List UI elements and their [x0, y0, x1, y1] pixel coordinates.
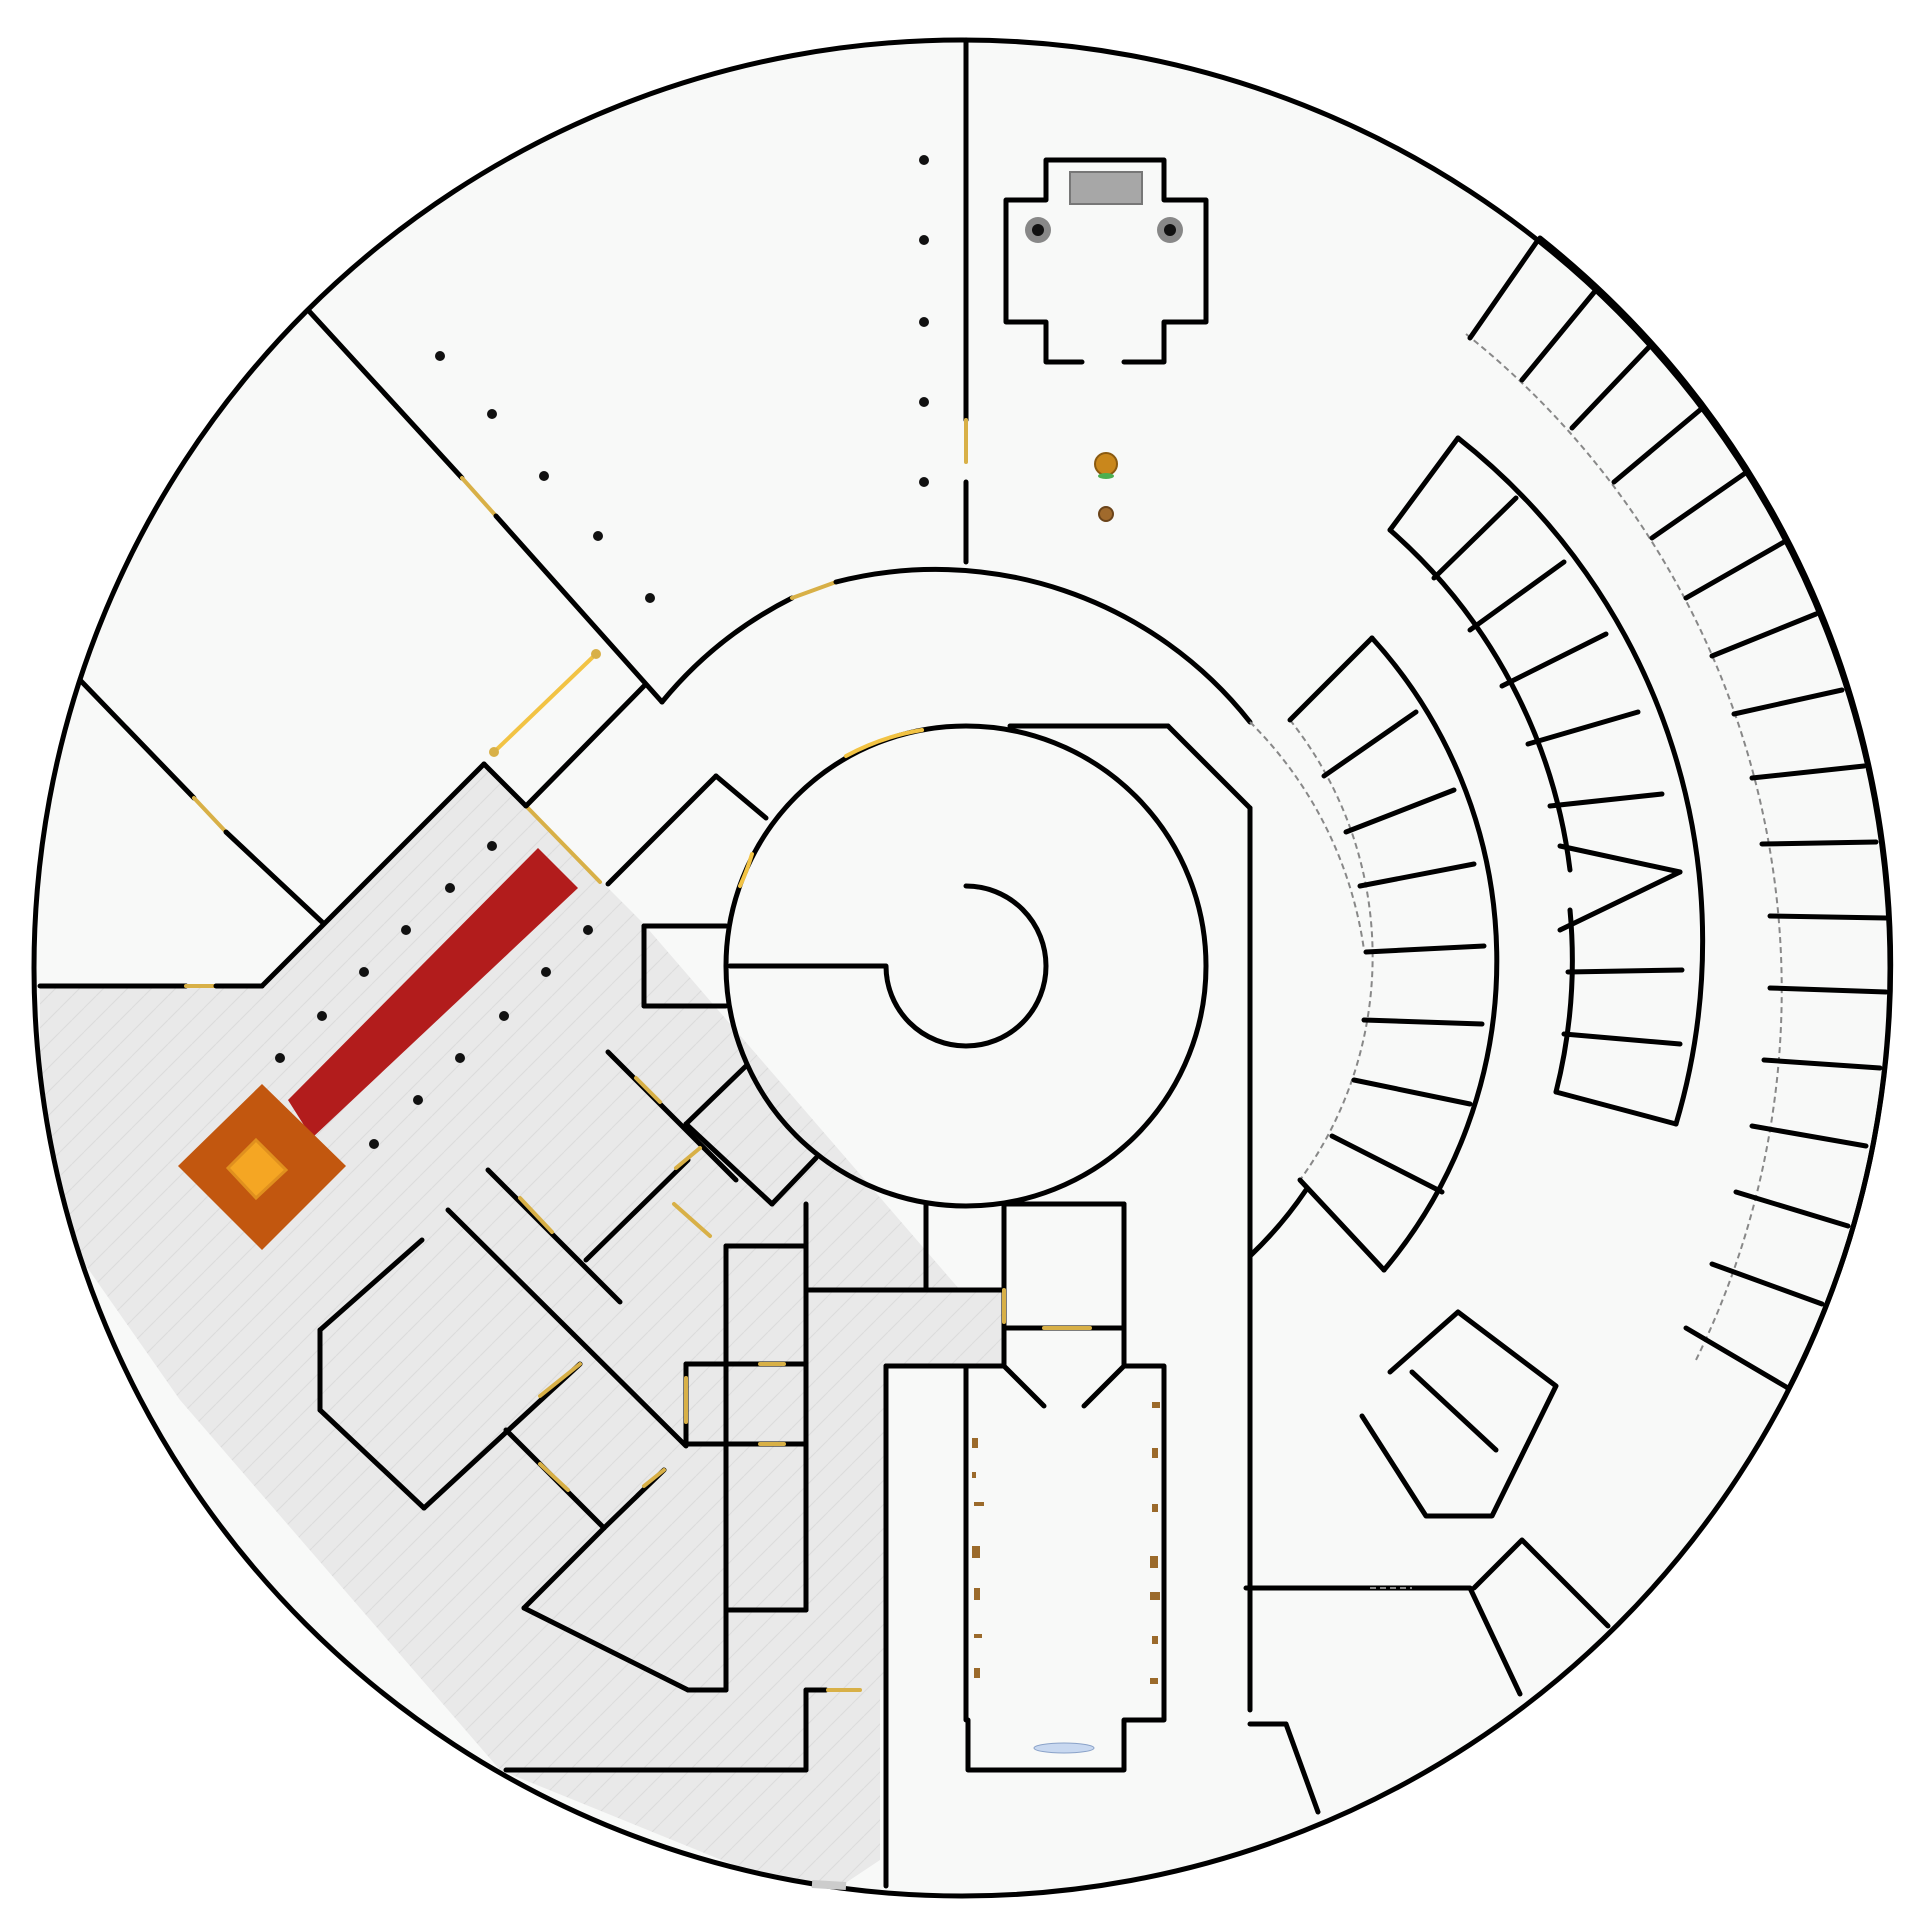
pillar-icon	[413, 1095, 423, 1105]
pedestal-icon	[1098, 506, 1114, 522]
great-hall	[963, 1325, 1167, 1773]
south-rooms	[317, 1049, 1127, 1889]
pool-icon	[1033, 1742, 1095, 1754]
pillar-icon	[487, 409, 497, 419]
shrine-icon	[1094, 452, 1118, 476]
chair-icon	[972, 1472, 976, 1478]
pillar-icon	[919, 235, 929, 245]
chair-icon	[974, 1588, 980, 1600]
chair-icon	[972, 1546, 980, 1558]
chair-icon	[974, 1668, 980, 1678]
north-walls	[77, 37, 969, 925]
pillar-icon	[919, 317, 929, 327]
pillar-icon	[487, 841, 497, 851]
east-cells	[1287, 235, 1894, 1393]
pillar-icon	[369, 1139, 379, 1149]
inner-cell-walls	[1321, 709, 1487, 1195]
pillar-icon	[539, 471, 549, 481]
southeast-rooms	[1243, 1309, 1611, 1815]
west-walls	[37, 649, 647, 989]
temple	[178, 841, 593, 1250]
pillar-icon	[455, 1053, 465, 1063]
outer-cell-walls	[1467, 237, 1889, 1391]
chair-icon	[974, 1634, 982, 1638]
pillar-icon	[583, 925, 593, 935]
chair-icon	[1150, 1556, 1158, 1568]
chair-icon	[1152, 1636, 1158, 1644]
pillar-icon	[593, 531, 603, 541]
pillar-icon	[541, 967, 551, 977]
sarcophagus-icon	[1069, 171, 1143, 205]
rough-floor-area	[40, 764, 1004, 1896]
ring-corridor	[659, 566, 1365, 1713]
chair-icon	[974, 1502, 984, 1506]
pillar-icon	[275, 1053, 285, 1063]
pillar-icon	[499, 1011, 509, 1021]
pillar-row-diagonal	[435, 351, 655, 603]
chair-icon	[1152, 1448, 1158, 1458]
red-carpet	[288, 848, 578, 1138]
chair-icon	[1150, 1678, 1158, 1684]
middle-cell-walls	[1431, 495, 1685, 1047]
south-exit	[811, 1880, 847, 1890]
tomb-room	[1003, 157, 1209, 522]
central-chamber	[605, 723, 1209, 1209]
pillar-icon	[359, 967, 369, 977]
altar-top	[225, 1137, 289, 1201]
pillar-icon	[435, 351, 445, 361]
chair-icon	[972, 1438, 978, 1448]
pillar-icon	[401, 925, 411, 935]
pillar-icon	[445, 883, 455, 893]
pillar-icon	[919, 397, 929, 407]
hall-furniture	[972, 1402, 1160, 1684]
temple-pillars	[275, 841, 593, 1149]
pillar-icon	[919, 155, 929, 165]
pillar-row-vertical	[919, 155, 929, 487]
chair-icon	[1152, 1504, 1158, 1512]
pillar-icon	[645, 593, 655, 603]
pillar-icon	[317, 1011, 327, 1021]
chair-icon	[1150, 1592, 1160, 1600]
pillar-icon	[919, 477, 929, 487]
chair-icon	[1152, 1402, 1160, 1408]
